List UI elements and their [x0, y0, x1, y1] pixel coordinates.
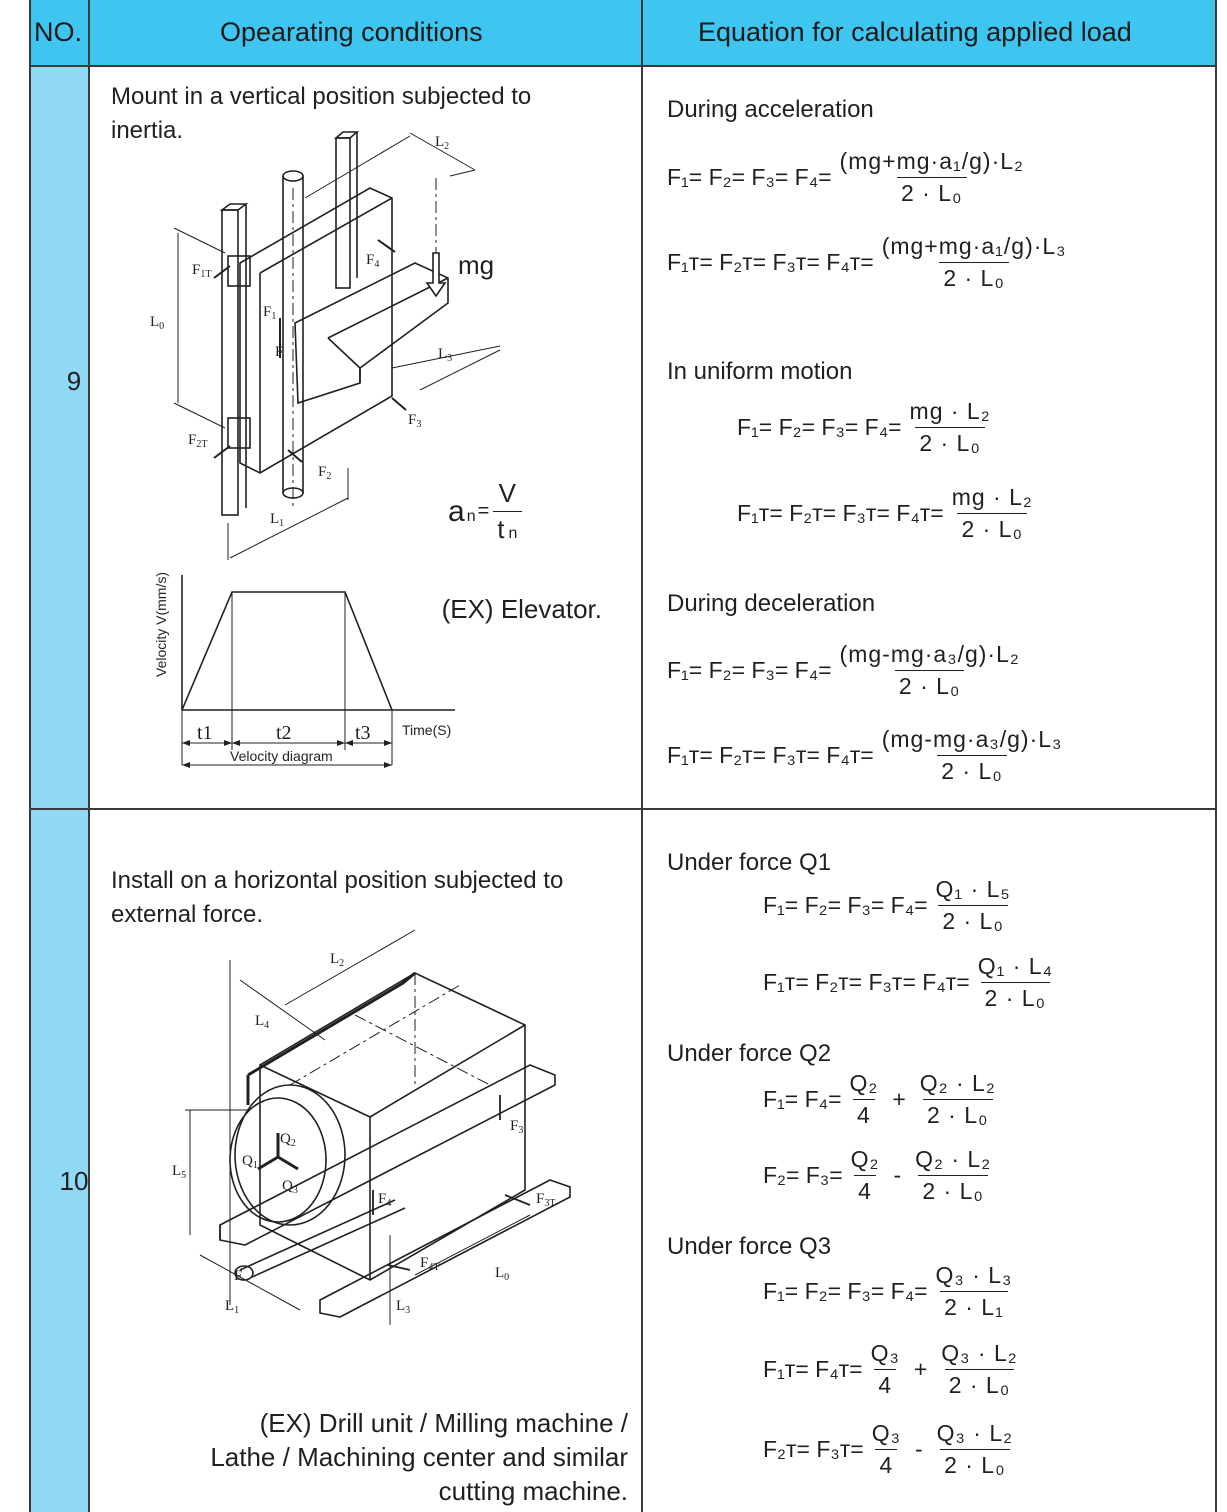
svg-text:Q3: Q3 [282, 1178, 298, 1196]
svg-text:L1: L1 [270, 511, 284, 529]
svg-text:F1T: F1T [192, 262, 211, 280]
velocity-ylabel: Velocity V(mm/s) [153, 572, 169, 677]
svg-text:F4: F4 [366, 252, 379, 270]
segment-t2: t2 [276, 722, 292, 744]
section-title: During acceleration [667, 96, 874, 123]
accel-den: t [497, 514, 506, 544]
section-title: Under force Q1 [667, 849, 832, 876]
svg-text:L1: L1 [225, 1298, 239, 1316]
grid-line [88, 0, 90, 1512]
grid-line [29, 0, 31, 1512]
svg-text:mg: mg [458, 250, 494, 280]
accel-sub: n [466, 507, 476, 525]
velocity-xlabel: Time(S) [402, 722, 451, 738]
grid-line [641, 0, 643, 1512]
segment-t1: t1 [197, 722, 213, 744]
svg-text:F3T: F3T [536, 1191, 555, 1209]
horizontal-mount-diagram: L2 L4 Q2 Q1 Q3 F3 L5 F4 F3T F4T L0 F L1 … [172, 929, 571, 1325]
svg-text:F2T: F2T [188, 432, 207, 450]
svg-text:F3: F3 [408, 412, 421, 430]
header-conditions: Opearating conditions [220, 17, 483, 47]
segment-t3: t3 [355, 722, 371, 744]
no-column-bg [30, 66, 88, 1512]
row-description: Mount in a vertical position subjected t… [111, 83, 532, 144]
svg-text:F4: F4 [378, 1191, 391, 1209]
velocity-diagram: Velocity V(mm/s) Time(S) t1 t2 t3 Veloci… [153, 572, 455, 768]
header-equation: Equation for calculating applied load [698, 17, 1132, 47]
accel-eq: = [477, 500, 490, 522]
svg-text:L3: L3 [438, 346, 452, 364]
section-title: Under force Q2 [667, 1040, 832, 1067]
grid-line [1215, 0, 1217, 1512]
svg-text:F2: F2 [318, 464, 331, 482]
header-no: NO. [34, 17, 83, 47]
accel-den-sub: n [508, 525, 519, 542]
svg-text:L0: L0 [150, 314, 164, 332]
row-description: Install on a horizontal position subject… [111, 867, 564, 928]
velocity-caption: Velocity diagram [230, 748, 333, 764]
svg-text:L5: L5 [172, 1163, 186, 1181]
svg-text:L4: L4 [255, 1013, 269, 1031]
svg-text:F3: F3 [510, 1118, 523, 1136]
row-number: 9 [66, 366, 82, 396]
svg-text:L2: L2 [435, 134, 449, 152]
row-example: (EX) Drill unit / Milling machine / Lath… [210, 1408, 628, 1506]
section-title: Under force Q3 [667, 1233, 832, 1260]
header-bar [30, 0, 1217, 66]
row-example: (EX) Elevator. [441, 594, 602, 624]
accel-num: V [498, 478, 518, 508]
svg-text:L3: L3 [396, 1298, 410, 1316]
svg-text:Q2: Q2 [280, 1131, 296, 1149]
svg-text:F1: F1 [263, 304, 276, 322]
grid-line [29, 808, 1217, 810]
svg-text:F: F [234, 1268, 242, 1284]
svg-text:L2: L2 [330, 951, 344, 969]
svg-text:F: F [275, 344, 283, 360]
row-number: 10 [59, 1166, 89, 1196]
svg-text:F4T: F4T [420, 1255, 439, 1273]
section-title: During deceleration [667, 590, 876, 617]
accel-lhs: a [448, 494, 465, 528]
svg-text:Q1: Q1 [242, 1153, 258, 1171]
vertical-mount-diagram: L2 F1T F4 L0 F1 F L3 F2T F3 F2 L1 mg [150, 131, 501, 560]
grid-line [29, 65, 1217, 67]
section-title: In uniform motion [667, 358, 853, 385]
svg-text:L0: L0 [495, 1265, 509, 1283]
